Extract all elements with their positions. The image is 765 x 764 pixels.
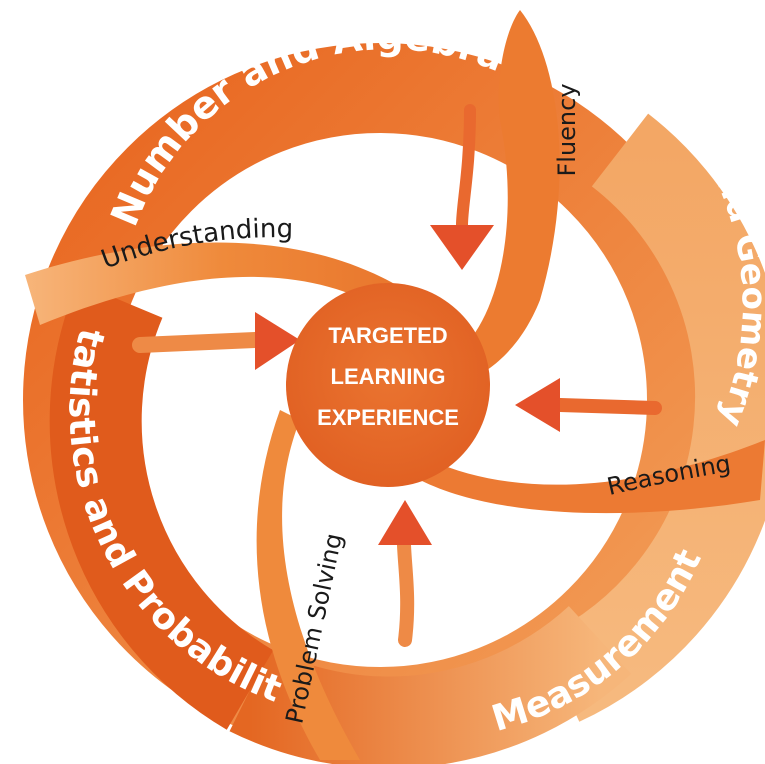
center-line-2: LEARNING (331, 364, 446, 389)
ribbon-understanding (25, 242, 420, 325)
arrow-left (132, 312, 300, 370)
center-circle (286, 283, 490, 487)
center-line-1: TARGETED (328, 323, 447, 348)
ring-segment-measurement-geometry (540, 113, 765, 722)
swirl-ribbons (25, 10, 765, 760)
ribbon-reasoning (420, 440, 765, 514)
center-line-3: EXPERIENCE (317, 405, 459, 430)
ring-segment-statistics (49, 282, 274, 730)
arrow-right (515, 378, 662, 432)
arrow-top (430, 104, 494, 270)
ribbon-fluency (455, 10, 560, 380)
proficiency-fluency: Fluency (553, 83, 581, 176)
ribbon-problem-solving (256, 410, 360, 760)
arrows (132, 104, 662, 647)
arrow-bottom (378, 500, 432, 647)
